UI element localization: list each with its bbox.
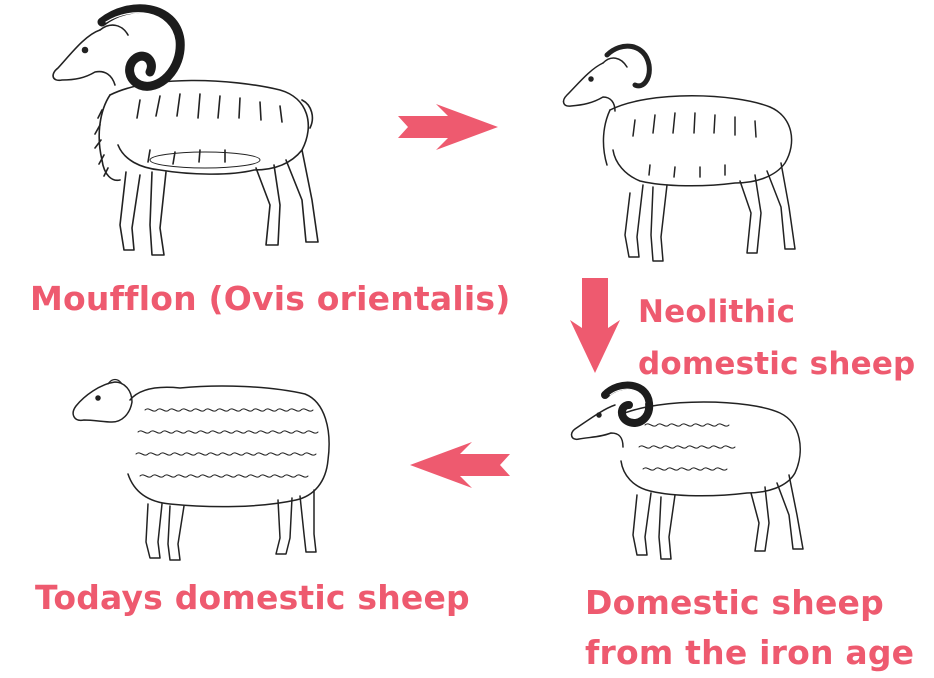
right-arrow-icon	[398, 104, 498, 150]
neolithic-sheep-illustration	[555, 35, 800, 270]
iron-age-ram-illustration	[565, 375, 810, 565]
iron-age-label-line-2: from the iron age	[585, 628, 914, 678]
left-arrow-icon	[410, 442, 510, 488]
woolly-sheep-illustration	[70, 370, 335, 565]
neolithic-label-line-1: Neolithic	[638, 286, 915, 338]
down-arrow-icon	[570, 278, 620, 373]
iron-age-label: Domestic sheep from the iron age	[585, 578, 914, 678]
neolithic-label: Neolithic domestic sheep	[638, 286, 915, 390]
iron-age-label-line-1: Domestic sheep	[585, 578, 914, 628]
today-label: Todays domestic sheep	[35, 581, 470, 614]
neolithic-label-line-2: domestic sheep	[638, 338, 915, 390]
mouflon-label: Moufflon (Ovis orientalis)	[30, 282, 511, 315]
mouflon-illustration	[40, 0, 330, 270]
